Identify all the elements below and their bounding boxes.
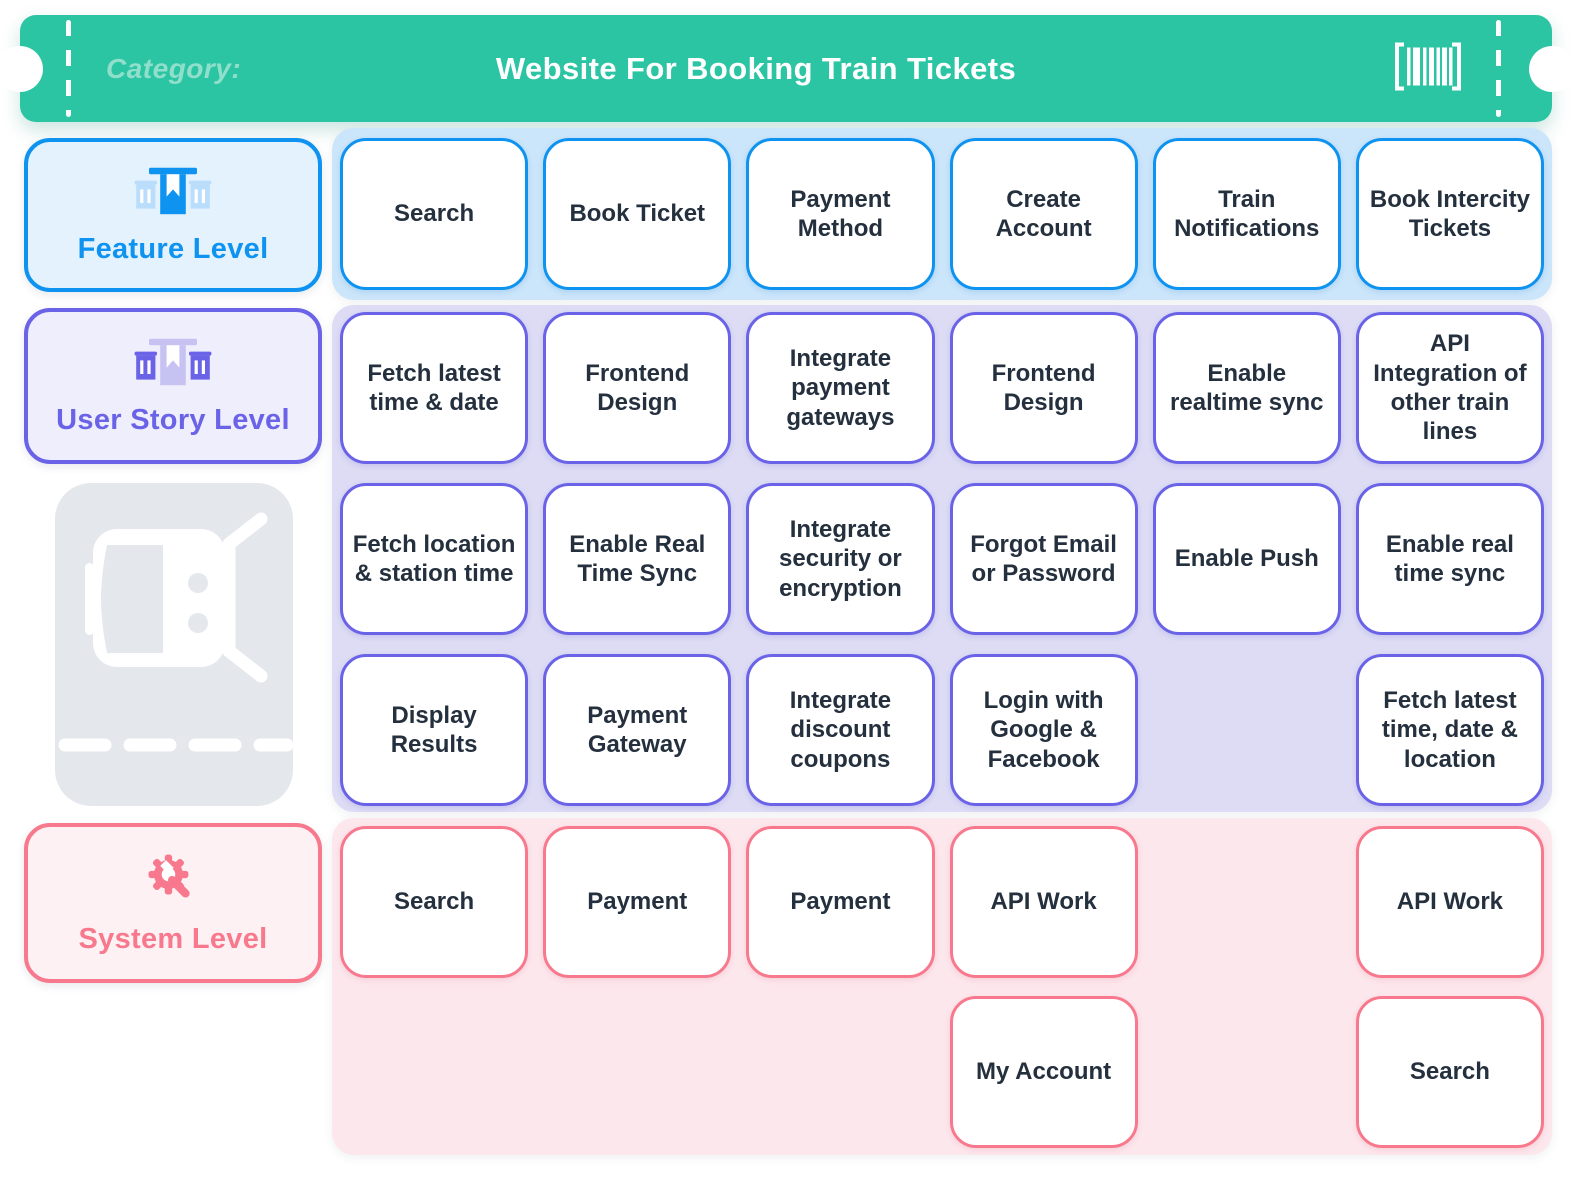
bank-bookmark-icon [133, 164, 213, 223]
user-story-card: Forgot Email or Password [949, 483, 1138, 635]
system-level-label: System Level [78, 923, 268, 955]
empty-cell [746, 996, 934, 1148]
page-title: Website For Booking Train Tickets [495, 50, 1017, 86]
system-card: API Work [949, 826, 1138, 978]
system-card: Search [1355, 996, 1544, 1148]
empty-cell [1153, 996, 1341, 1148]
user-story-card: Enable Push [1152, 483, 1341, 635]
system-card: API Work [1355, 826, 1544, 978]
system-card: Search [340, 826, 529, 978]
system-band: Search Payment Payment API Work API Work… [332, 818, 1552, 1155]
ticket-perforation-right [1496, 20, 1501, 117]
user-story-card: Fetch latest time & date [340, 312, 529, 464]
user-story-level-label: User Story Level [56, 404, 290, 436]
feature-band: Search Book Ticket Payment Method Create… [332, 128, 1552, 300]
feature-card: Search [340, 138, 529, 290]
system-card: Payment [746, 826, 935, 978]
bank-bookmark-icon [133, 335, 213, 394]
ticket-perforation-left [66, 20, 71, 117]
category-ticket-banner: Category: Website For Booking Train Tick… [0, 15, 1572, 122]
user-story-card: API Integration of other train lines [1355, 312, 1544, 464]
user-story-card: Fetch location & station time [340, 483, 529, 635]
train-icon [55, 483, 294, 806]
user-story-card: Integrate security or encryption [746, 483, 935, 635]
user-story-card: Payment Gateway [543, 654, 732, 806]
barcode-icon [1390, 36, 1466, 101]
ticket-notch-right [1529, 45, 1572, 92]
user-story-card: Integrate discount coupons [746, 654, 935, 806]
user-story-card: Frontend Design [949, 312, 1138, 464]
user-story-card: Login with Google & Facebook [949, 654, 1138, 806]
category-label: Category: [106, 52, 242, 84]
user-story-card: Integrate payment gateways [746, 312, 935, 464]
user-story-card: Display Results [340, 654, 529, 806]
user-story-card: Fetch latest time, date & location [1355, 654, 1544, 806]
feature-card: Create Account [949, 138, 1138, 290]
user-story-card: Enable Real Time Sync [543, 483, 732, 635]
gear-wrench-icon [144, 850, 202, 913]
empty-cell [1153, 826, 1341, 978]
feature-card: Train Notifications [1152, 138, 1341, 290]
empty-cell [340, 996, 528, 1148]
system-card: My Account [949, 996, 1138, 1148]
empty-cell [543, 996, 731, 1148]
user-story-card: Frontend Design [543, 312, 732, 464]
feature-card: Payment Method [746, 138, 935, 290]
user-story-level-label-box: User Story Level [24, 308, 322, 464]
empty-cell [1153, 654, 1341, 806]
feature-card: Book Ticket [543, 138, 732, 290]
feature-level-label: Feature Level [77, 233, 269, 265]
user-story-card: Enable realtime sync [1152, 312, 1341, 464]
user-story-card: Enable real time sync [1355, 483, 1544, 635]
user-story-band: Fetch latest time & date Frontend Design… [332, 305, 1552, 812]
feature-card: Book Intercity Tickets [1355, 138, 1544, 290]
ticket-notch-left [0, 45, 43, 92]
feature-level-label-box: Feature Level [24, 138, 322, 292]
system-level-label-box: System Level [24, 823, 322, 983]
system-card: Payment [543, 826, 732, 978]
